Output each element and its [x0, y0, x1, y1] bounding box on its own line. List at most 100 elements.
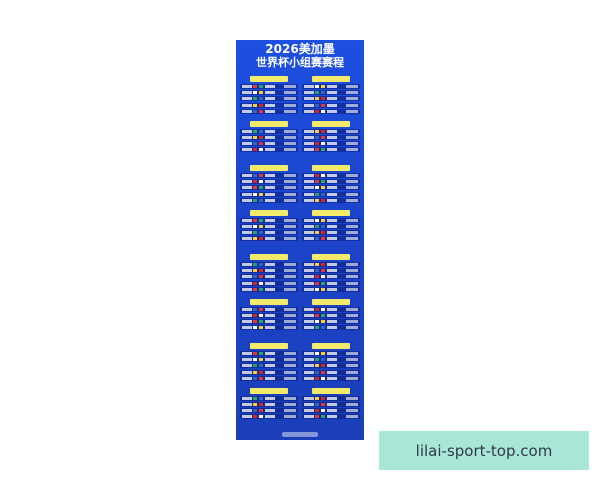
home-flag-icon — [253, 319, 257, 323]
site-banner[interactable]: lilai-sport-top.com — [379, 431, 589, 470]
away-team — [265, 319, 275, 323]
away-flag-icon — [259, 287, 263, 291]
home-team — [242, 281, 252, 285]
home-flag-icon — [315, 180, 319, 184]
home-flag-icon — [315, 129, 319, 133]
away-team — [327, 364, 337, 368]
match-day-block — [240, 209, 298, 250]
home-team — [304, 319, 314, 323]
match-row — [240, 90, 298, 96]
home-team — [242, 269, 252, 273]
home-team — [304, 186, 314, 190]
away-flag-icon — [259, 307, 263, 311]
match-row — [302, 90, 360, 96]
kickoff-time — [284, 370, 296, 374]
away-team — [327, 358, 337, 362]
kickoff-time — [284, 129, 296, 133]
match-row — [240, 318, 298, 324]
home-flag-icon — [315, 135, 319, 139]
away-flag-icon — [321, 352, 325, 355]
match-row — [240, 375, 298, 381]
home-flag-icon — [315, 141, 319, 145]
away-team — [327, 281, 337, 285]
kickoff-time — [346, 192, 358, 196]
home-flag-icon — [253, 376, 257, 380]
match-day-block — [302, 254, 360, 294]
away-team — [327, 307, 337, 311]
home-flag-icon — [253, 85, 257, 88]
home-flag-icon — [253, 141, 257, 145]
away-team — [327, 198, 337, 202]
away-team — [265, 218, 275, 222]
away-team — [327, 237, 337, 241]
away-flag-icon — [259, 218, 263, 222]
kickoff-time — [346, 135, 358, 139]
home-team — [242, 358, 252, 362]
kickoff-time — [346, 141, 358, 145]
home-flag-icon — [315, 364, 319, 368]
home-team — [304, 402, 314, 406]
home-team — [304, 352, 314, 355]
match-row — [240, 407, 298, 413]
away-flag-icon — [259, 319, 263, 323]
home-team — [304, 91, 314, 95]
match-row — [240, 414, 298, 420]
home-team — [304, 281, 314, 285]
home-team — [304, 370, 314, 374]
kickoff-time — [346, 307, 358, 311]
away-team — [327, 415, 337, 419]
home-flag-icon — [253, 408, 257, 412]
kickoff-time — [284, 358, 296, 362]
kickoff-time — [346, 269, 358, 273]
home-team — [304, 408, 314, 412]
away-team — [327, 319, 337, 323]
home-team — [242, 287, 252, 291]
home-team — [242, 263, 252, 266]
home-flag-icon — [315, 269, 319, 273]
kickoff-time — [284, 218, 296, 222]
away-flag-icon — [321, 180, 325, 184]
away-flag-icon — [259, 281, 263, 285]
match-day-block — [302, 343, 360, 383]
away-team — [265, 91, 275, 95]
match-row — [240, 229, 298, 235]
away-flag-icon — [259, 352, 263, 355]
away-team — [327, 224, 337, 228]
match-day-block — [240, 165, 298, 205]
match-day-block — [240, 76, 298, 116]
away-flag-icon — [259, 180, 263, 184]
kickoff-time — [284, 376, 296, 380]
match-row — [240, 286, 298, 292]
match-row — [302, 197, 360, 203]
kickoff-time — [346, 415, 358, 419]
home-team — [242, 237, 252, 241]
away-flag-icon — [259, 91, 263, 95]
match-day-header — [250, 387, 288, 394]
match-day-header — [312, 120, 350, 127]
kickoff-time — [346, 364, 358, 368]
match-day-block — [240, 387, 298, 428]
kickoff-time — [284, 415, 296, 419]
kickoff-time — [284, 224, 296, 228]
home-flag-icon — [315, 307, 319, 311]
kickoff-time — [346, 218, 358, 222]
home-flag-icon — [253, 218, 257, 222]
home-team — [242, 396, 252, 400]
match-row — [240, 179, 298, 185]
home-flag-icon — [253, 275, 257, 279]
away-flag-icon — [321, 218, 325, 222]
home-team — [242, 319, 252, 323]
match-row — [240, 268, 298, 274]
away-flag-icon — [321, 370, 325, 374]
match-day-block — [302, 165, 360, 205]
away-flag-icon — [259, 313, 263, 317]
away-flag-icon — [259, 198, 263, 202]
away-team — [327, 109, 337, 113]
poster-title-line1: 2026美加墨 — [265, 42, 335, 56]
match-day-header — [312, 76, 350, 82]
away-flag-icon — [321, 141, 325, 145]
kickoff-time — [284, 103, 296, 107]
away-team — [327, 313, 337, 317]
home-team — [304, 148, 314, 152]
home-flag-icon — [315, 358, 319, 362]
